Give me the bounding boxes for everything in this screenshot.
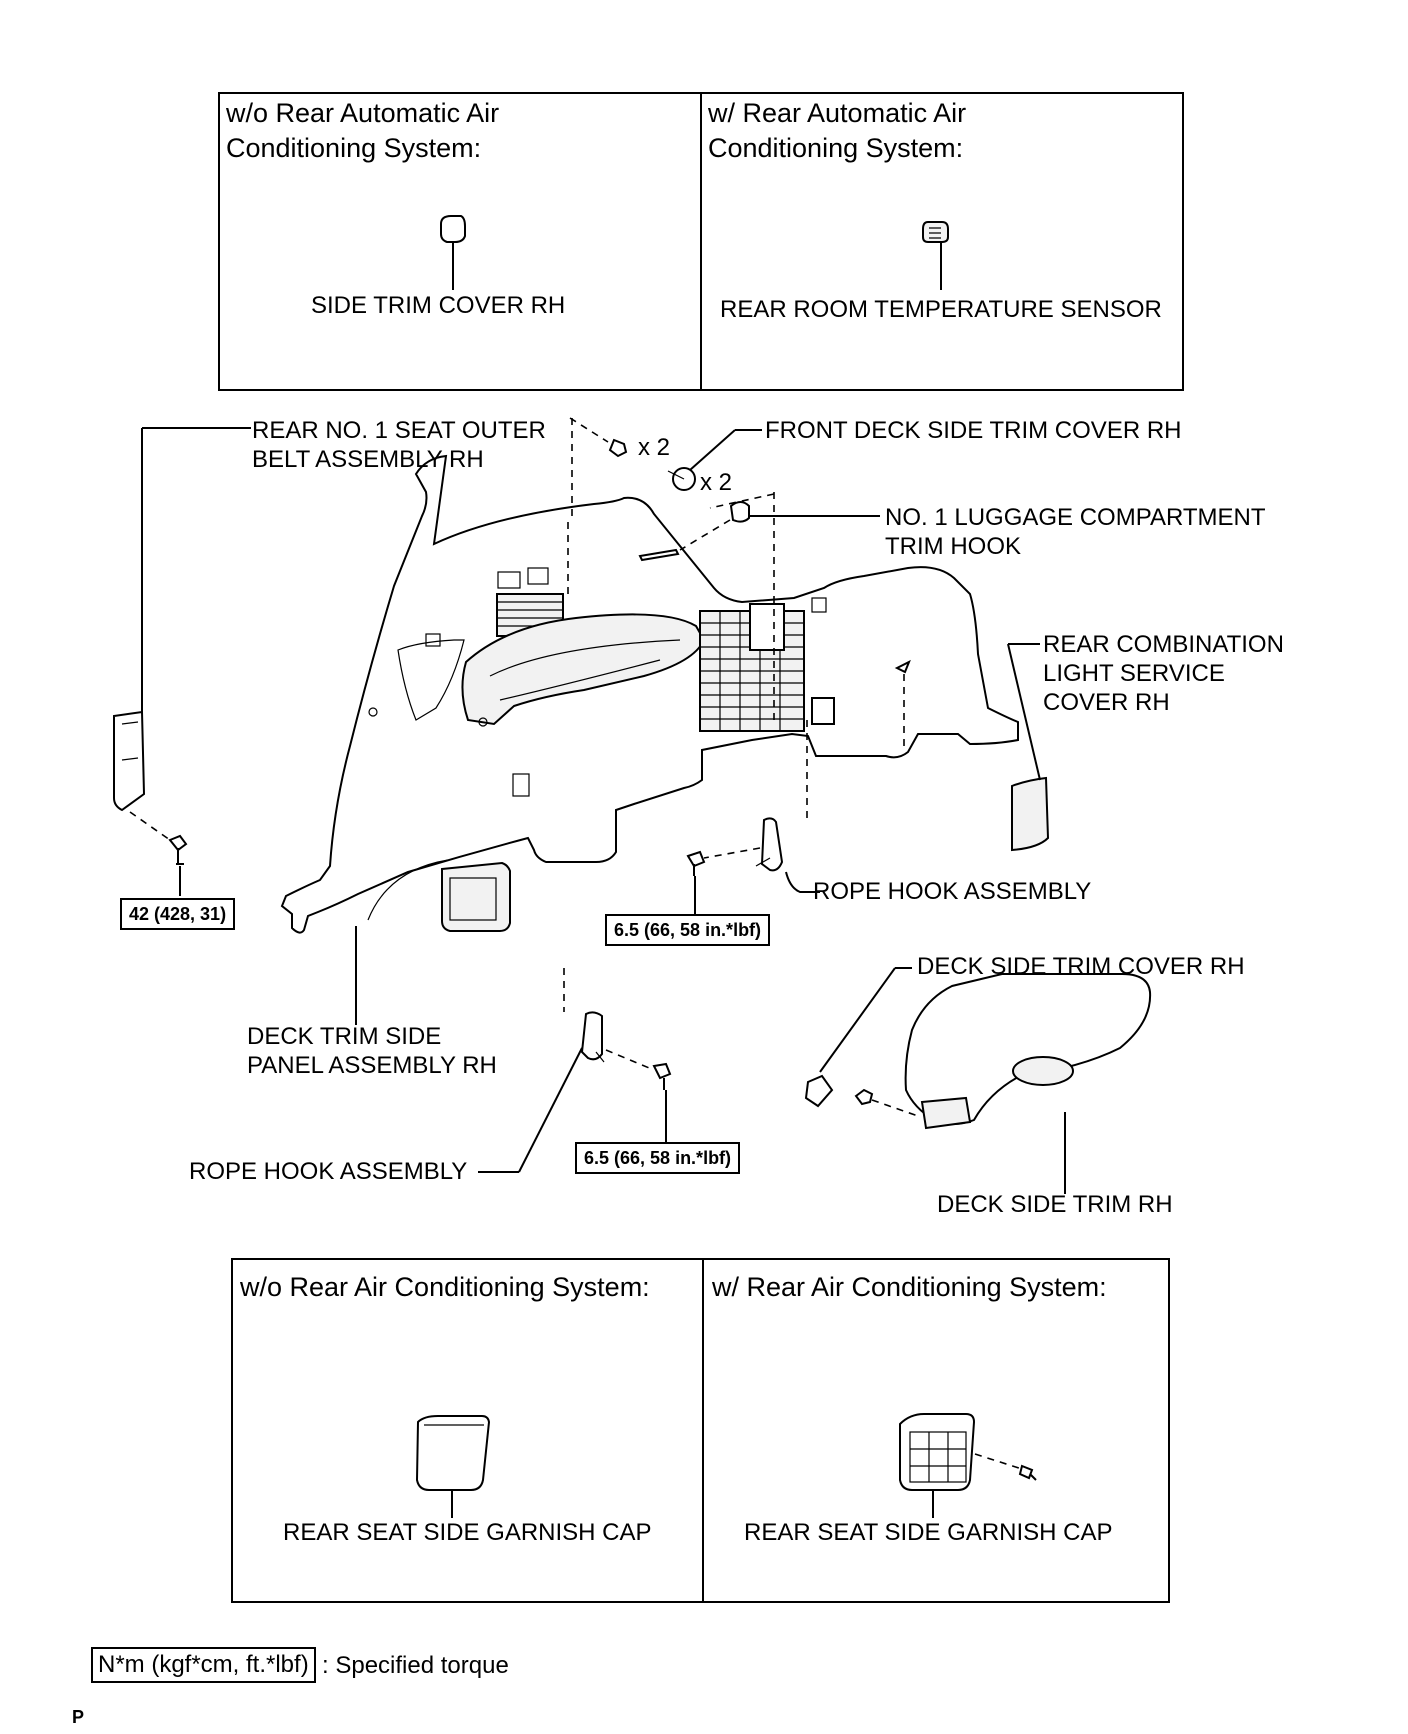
top-right-panel-title: w/ Rear Automatic Air Conditioning Syste… bbox=[708, 98, 967, 163]
label-qty-clip: x 2 bbox=[638, 434, 671, 461]
torque-belt-bolt: 42 (428, 31) bbox=[120, 898, 236, 930]
top-option-panel bbox=[218, 92, 1184, 391]
garnish-cap-left-part bbox=[415, 1415, 491, 1518]
label-rope-hook-upper: ROPE HOOK ASSEMBLY bbox=[813, 878, 1092, 905]
rope-hook-lower-part bbox=[478, 968, 672, 1173]
rear-combination-light-cover-part bbox=[894, 643, 1050, 852]
bottom-right-panel-title: w/ Rear Air Conditioning System: bbox=[712, 1272, 1107, 1302]
top-left-panel-title: w/o Rear Automatic Air Conditioning Syst… bbox=[226, 98, 500, 163]
label-rear-combination-light-cover: REAR COMBINATION LIGHT SERVICE COVER RH bbox=[1043, 631, 1284, 716]
deck-side-trim-part bbox=[904, 973, 1152, 1194]
label-seat-outer-belt: REAR NO. 1 SEAT OUTER BELT ASSEMBLY RH bbox=[252, 417, 546, 473]
label-rope-hook-lower: ROPE HOOK ASSEMBLY bbox=[189, 1158, 468, 1185]
label-rear-room-temp-sensor: REAR ROOM TEMPERATURE SENSOR bbox=[720, 296, 1162, 323]
side-trim-cover-part bbox=[440, 215, 466, 290]
bottom-left-panel-title: w/o Rear Air Conditioning System: bbox=[240, 1272, 650, 1302]
label-garnish-cap-right: REAR SEAT SIDE GARNISH CAP bbox=[744, 1519, 1113, 1546]
rear-room-temp-sensor-part bbox=[922, 221, 949, 290]
luggage-trim-hook-part bbox=[638, 492, 880, 720]
front-deck-side-trim-cover-part bbox=[667, 429, 762, 491]
deck-trim-side-panel-part bbox=[280, 454, 1019, 934]
label-side-trim-cover: SIDE TRIM COVER RH bbox=[311, 292, 566, 319]
rope-hook-upper-part bbox=[686, 720, 820, 922]
legend-torque-key: N*m (kgf*cm, ft.*lbf) bbox=[91, 1647, 316, 1683]
clip-fasteners bbox=[567, 417, 628, 596]
label-qty-cover: x 2 bbox=[700, 469, 733, 496]
torque-rope-hook-lower: 6.5 (66, 58 in.*lbf) bbox=[575, 1142, 741, 1174]
label-deck-side-trim: DECK SIDE TRIM RH bbox=[937, 1191, 1173, 1218]
legend-torque-text: : Specified torque bbox=[322, 1652, 509, 1679]
label-deck-trim-side-panel: DECK TRIM SIDE PANEL ASSEMBLY RH bbox=[247, 1023, 497, 1079]
page-mark: P bbox=[72, 1707, 85, 1727]
label-front-deck-side-trim-cover: FRONT DECK SIDE TRIM COVER RH bbox=[765, 417, 1182, 444]
torque-rope-hook-upper: 6.5 (66, 58 in.*lbf) bbox=[605, 914, 771, 946]
label-deck-side-trim-cover: DECK SIDE TRIM COVER RH bbox=[917, 953, 1245, 980]
bottom-option-panel bbox=[231, 1258, 1170, 1603]
seat-outer-belt-part bbox=[113, 427, 251, 896]
label-garnish-cap-left: REAR SEAT SIDE GARNISH CAP bbox=[283, 1519, 652, 1546]
garnish-cap-right-part bbox=[899, 1413, 1037, 1518]
label-luggage-trim-hook: NO. 1 LUGGAGE COMPARTMENT TRIM HOOK bbox=[885, 504, 1266, 560]
deck-side-trim-cover-part bbox=[804, 967, 919, 1117]
